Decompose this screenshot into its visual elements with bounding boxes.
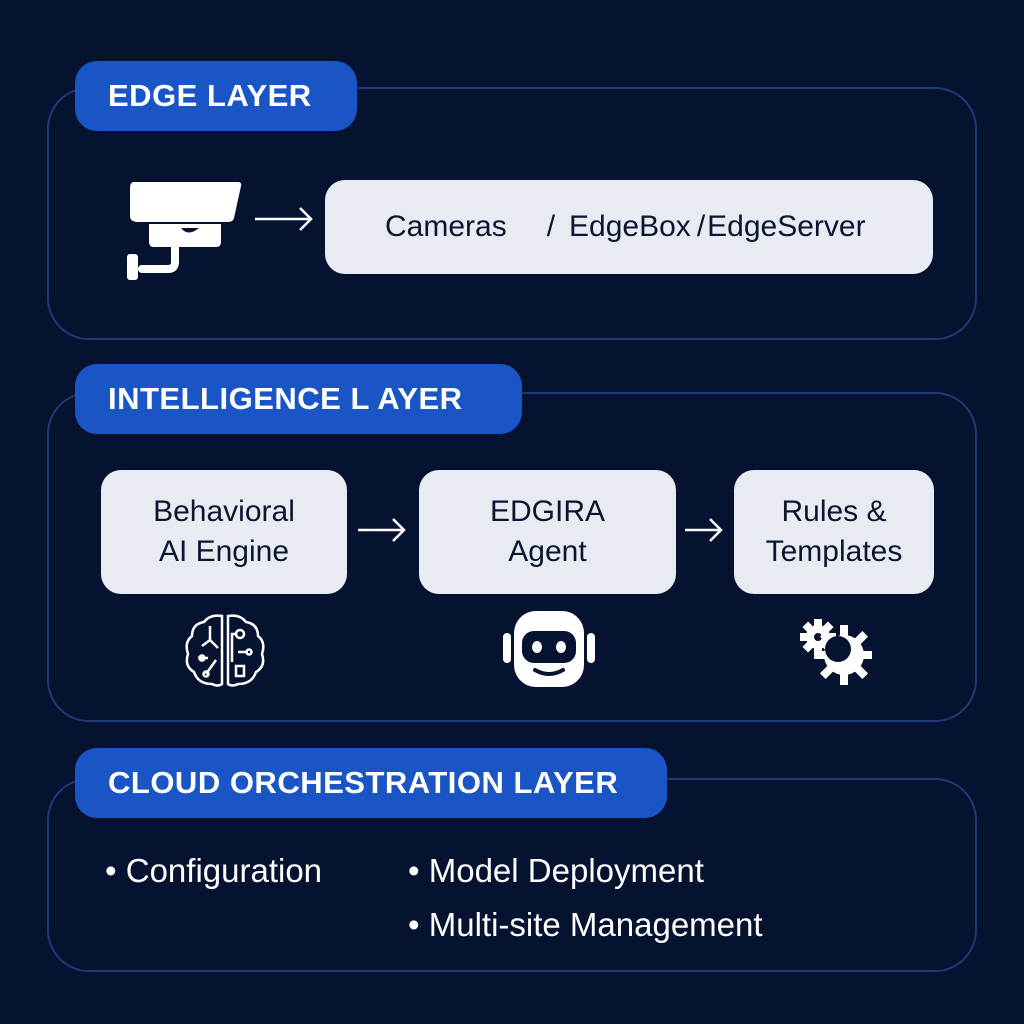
rules-templates-box: Rules & Templates bbox=[734, 470, 934, 594]
node-label: Rules & bbox=[781, 495, 887, 528]
brain-circuit-icon bbox=[185, 614, 265, 687]
gears-icon bbox=[800, 619, 872, 685]
robot-icon bbox=[503, 611, 595, 687]
edgeserver-label: EdgeServer bbox=[707, 210, 866, 243]
cloud-layer-title: CLOUD ORCHESTRATION LAYER bbox=[75, 748, 667, 818]
edgira-agent-box: EDGIRA Agent bbox=[419, 470, 676, 594]
arrow-icon bbox=[255, 207, 313, 231]
separator: / bbox=[696, 210, 706, 243]
edge-devices-box: Cameras / EdgeBox / EdgeServer bbox=[325, 180, 933, 274]
separator: / bbox=[546, 210, 556, 243]
node-label: AI Engine bbox=[158, 535, 290, 568]
edgebox-label: EdgeBox bbox=[569, 210, 691, 243]
behavioral-ai-engine-box: Behavioral AI Engine bbox=[101, 470, 347, 594]
arrow-icon bbox=[685, 518, 723, 542]
cloud-item-model-deployment: • Model Deployment bbox=[408, 852, 704, 889]
node-label: Behavioral bbox=[153, 495, 295, 528]
item-label: Model Deployment bbox=[428, 852, 704, 889]
cloud-item-configuration: • Configuration bbox=[105, 852, 323, 889]
cameras-label: Cameras bbox=[385, 210, 507, 243]
cloud-item-multi-site-management: • Multi-site Management bbox=[408, 906, 763, 943]
item-label: Configuration bbox=[125, 852, 323, 889]
node-label: EDGIRA bbox=[489, 495, 606, 528]
edge-layer-title: EDGE LAYER bbox=[75, 61, 357, 131]
item-label: Multi-site Management bbox=[428, 906, 763, 943]
arrow-icon bbox=[358, 518, 406, 542]
node-label: Templates bbox=[765, 535, 903, 568]
intelligence-layer-title: INTELLIGENCE L AYER bbox=[75, 364, 522, 434]
node-label: Agent bbox=[508, 535, 587, 568]
edge-layer-section bbox=[47, 87, 977, 340]
security-camera-icon bbox=[127, 182, 242, 280]
